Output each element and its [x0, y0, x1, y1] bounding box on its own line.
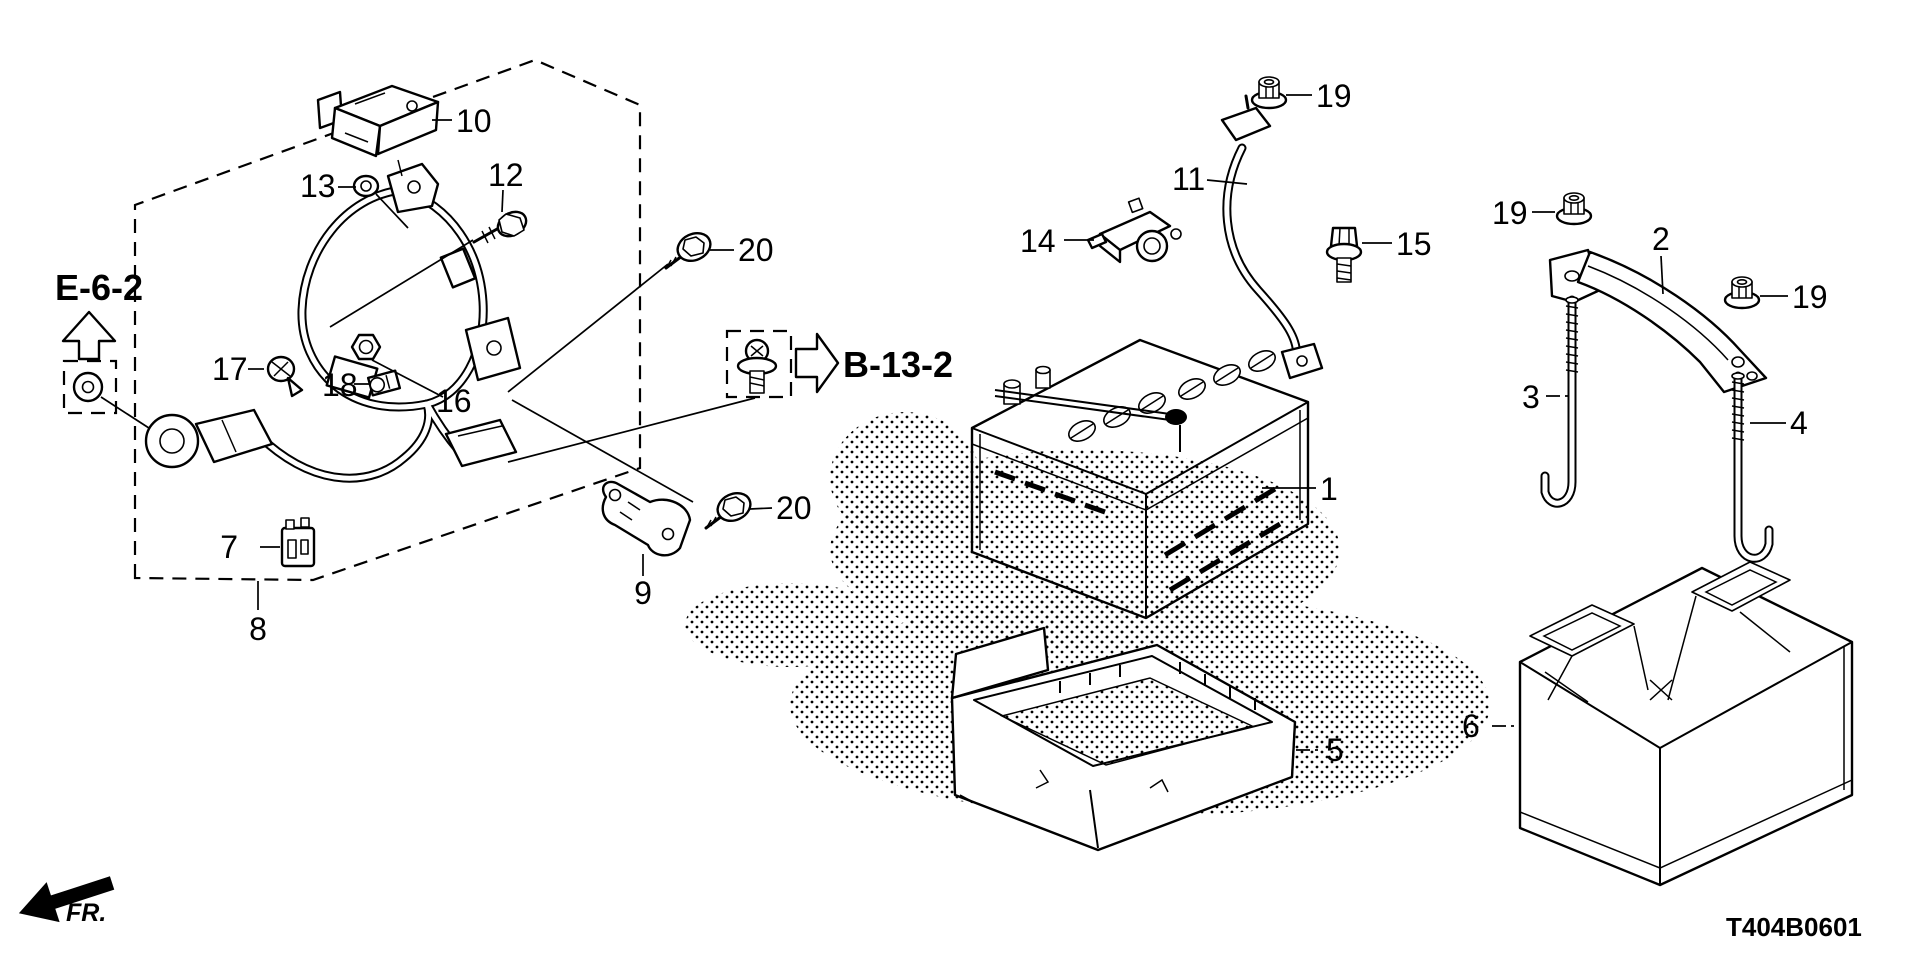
fr-arrow-icon [18, 882, 60, 923]
nut-19-top [1250, 75, 1288, 110]
b132-bolt-shaft [749, 370, 765, 394]
reference-e62-label: E-6-2 [55, 267, 143, 308]
bolt-20-lower [704, 486, 757, 531]
callout-20-upper: 20 [738, 232, 774, 268]
callout-6: 6 [1462, 708, 1480, 744]
connector-7-slot-a [287, 539, 297, 559]
battery-terminals [1003, 365, 1051, 405]
bracket-9-hole-a [608, 488, 622, 502]
clip-17-tab [286, 376, 304, 398]
grommet-dashed-box [62, 359, 118, 415]
callouts: 1 2 3 4 5 6 7 8 9 10 11 12 13 14 15 16 1… [212, 78, 1828, 768]
nut-19-left [1555, 191, 1593, 226]
cable-11-terminal-hole [1296, 355, 1308, 367]
sensor-stud [1127, 197, 1144, 214]
sensor-bolt [1170, 228, 1182, 240]
cover-10-hole [406, 100, 418, 112]
setting-bolt-3 [1540, 295, 1579, 508]
cable-11-clamp [1220, 106, 1272, 142]
connector-7-slot-b [300, 539, 309, 555]
battery-cable-harness [144, 159, 522, 483]
reference-b132-label: B-13-2 [843, 344, 953, 385]
battery-setting-plate-2 [1548, 248, 1768, 394]
battery-handle [994, 389, 1187, 452]
terminal-boot [194, 408, 274, 464]
callout-2: 2 [1652, 221, 1670, 257]
callout-5: 5 [1326, 732, 1344, 768]
ground-cable-11 [1220, 94, 1324, 380]
bracket-plate-hole [486, 340, 502, 356]
plate-2-hole-left [1564, 270, 1580, 282]
bolt-15 [1325, 226, 1363, 283]
callout-16: 16 [436, 383, 472, 419]
fr-label: FR. [66, 899, 106, 927]
clip-18-head [369, 377, 386, 393]
cover-handle-cutout-right [1691, 561, 1791, 612]
callout-7: 7 [220, 529, 238, 565]
battery-sensor-14 [1086, 197, 1182, 264]
front-direction-marker: FR. [18, 876, 115, 927]
callout-15: 15 [1396, 226, 1432, 262]
callout-18: 18 [322, 367, 358, 403]
callout-1: 1 [1320, 471, 1338, 507]
bolt-12-hex [498, 213, 525, 237]
right-arrow-icon [794, 332, 840, 394]
harness-small-parts [266, 210, 528, 568]
plate-2-hole-b [1746, 371, 1758, 381]
fr-arrow-shaft [47, 876, 115, 911]
callout-8: 8 [249, 611, 267, 647]
bracket-9 [601, 480, 692, 557]
callout-20-lower: 20 [776, 490, 812, 526]
callout-17: 17 [212, 351, 248, 387]
sensor-ring-hole [1143, 237, 1161, 255]
callout-19-top: 19 [1316, 78, 1352, 114]
stipple-shading-band [685, 583, 895, 667]
callout-13: 13 [300, 168, 336, 204]
callout-11: 11 [1172, 161, 1205, 197]
b132-dashed-box [725, 329, 793, 399]
nut-19-right [1723, 275, 1761, 310]
clamp-bolt-hole [407, 180, 421, 194]
reference-b132: B-13-2 [725, 329, 953, 399]
diagram-code: T404B0601 [1726, 912, 1862, 942]
tray-floor [999, 677, 1255, 766]
bolt-20-upper [664, 226, 717, 271]
callout-19-left: 19 [1492, 195, 1528, 231]
stipple-shading-left [830, 412, 980, 544]
callout-19-right: 19 [1792, 279, 1828, 315]
cover-handle-cutout-right-inner [1704, 569, 1778, 606]
terminal-cover-10 [316, 84, 440, 158]
leader-lines [248, 94, 1788, 751]
callout-12: 12 [488, 157, 524, 193]
battery-cover-6 [1518, 561, 1854, 887]
nut-16-hole [358, 339, 374, 355]
ring-terminal-hole [159, 428, 185, 454]
callout-4: 4 [1790, 405, 1808, 441]
cover-handle-cutout-left [1529, 604, 1635, 657]
callout-10: 10 [456, 103, 492, 139]
setting-bolt-4 [1731, 371, 1774, 563]
connector-7 [280, 526, 316, 568]
grommet-hole [81, 380, 95, 394]
up-arrow-icon [61, 310, 117, 361]
callout-14: 14 [1020, 223, 1056, 259]
plate-2-hole-a [1731, 356, 1745, 368]
cover-handle-cutout-left-inner [1542, 612, 1622, 651]
washer-13-hole [360, 180, 372, 192]
harness-connector-b [444, 418, 518, 468]
cover-body [1518, 566, 1854, 887]
leader-grommet [100, 396, 153, 431]
reference-e62: E-6-2 [55, 267, 153, 431]
harness-assembly-boundary [133, 58, 642, 582]
callout-9: 9 [634, 575, 652, 611]
connector-7-tab-a [285, 519, 295, 530]
callout-3: 3 [1522, 379, 1540, 415]
assembly-dashed-outline [133, 58, 642, 582]
connector-7-tab-b [300, 517, 310, 528]
bracket-9-hole-b [661, 527, 675, 541]
battery-tray [950, 626, 1297, 852]
tray-tall-wall [950, 626, 1050, 700]
tray-inner-rim [973, 655, 1273, 767]
